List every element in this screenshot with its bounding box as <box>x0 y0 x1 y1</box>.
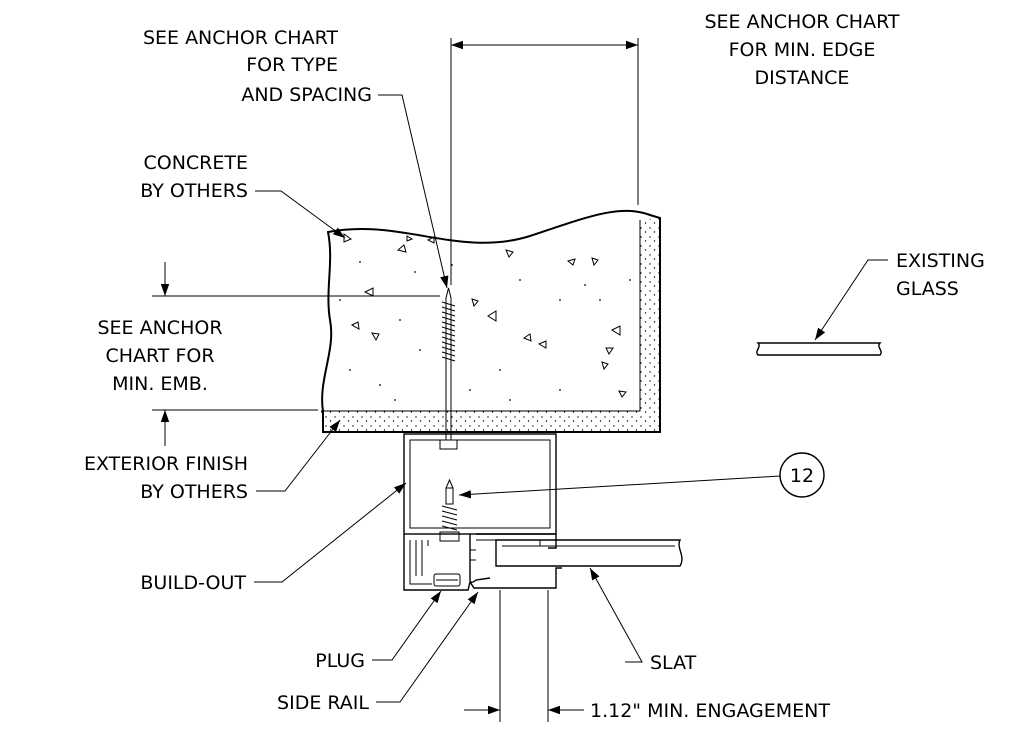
label-anchor-type-line-3: AND SPACING <box>241 84 372 106</box>
callout-12: 12 <box>779 452 825 498</box>
label-edge-distance-line-2: FOR MIN. EDGE <box>729 39 876 61</box>
label-embedment: SEE ANCHOR CHART FOR MIN. EMB. <box>97 317 222 395</box>
label-plug: PLUG <box>315 650 365 672</box>
label-side-rail: SIDE RAIL <box>277 692 369 714</box>
label-existing-glass: EXISTING GLASS <box>896 250 985 300</box>
label-embedment-line-1: SEE ANCHOR <box>97 317 222 339</box>
side-rail <box>403 533 562 591</box>
label-build-out: BUILD-OUT <box>140 572 246 594</box>
label-concrete-line-1: CONCRETE <box>143 152 248 174</box>
leader-lines <box>254 94 888 703</box>
label-existing-glass-line-1: EXISTING <box>896 250 985 272</box>
label-embedment-line-2: CHART FOR <box>105 345 214 367</box>
label-exterior-finish-line-2: BY OTHERS <box>140 481 248 503</box>
concrete-slab <box>321 209 661 433</box>
label-exterior-finish-line-1: EXTERIOR FINISH <box>84 453 248 475</box>
existing-glass <box>756 342 882 356</box>
label-edge-distance-line-3: DISTANCE <box>755 67 850 89</box>
engagement-dimension <box>464 590 584 722</box>
label-exterior-finish: EXTERIOR FINISH BY OTHERS <box>84 453 248 503</box>
concrete-dots <box>339 261 631 401</box>
label-edge-distance: SEE ANCHOR CHART FOR MIN. EDGE DISTANCE <box>704 11 899 89</box>
label-existing-glass-line-2: GLASS <box>896 278 959 300</box>
build-out-tube <box>403 433 557 542</box>
edge-distance-dimension <box>450 38 639 285</box>
label-concrete-line-2: BY OTHERS <box>140 180 248 202</box>
slat <box>495 539 683 567</box>
embedment-dimension <box>152 262 440 446</box>
label-anchor-type: SEE ANCHOR CHART FOR TYPE AND SPACING <box>143 27 372 106</box>
label-slat: SLAT <box>650 652 697 674</box>
label-anchor-type-line-2: FOR TYPE <box>246 54 338 76</box>
label-anchor-type-line-1: SEE ANCHOR CHART <box>143 27 338 49</box>
label-concrete: CONCRETE BY OTHERS <box>140 152 248 202</box>
label-embedment-line-3: MIN. EMB. <box>112 373 208 395</box>
callout-number: 12 <box>790 465 814 487</box>
label-engagement: 1.12" MIN. ENGAGEMENT <box>590 700 830 722</box>
concrete-anchor <box>439 287 458 450</box>
concrete-aggregate <box>343 233 627 398</box>
label-edge-distance-line-1: SEE ANCHOR CHART <box>704 11 899 33</box>
